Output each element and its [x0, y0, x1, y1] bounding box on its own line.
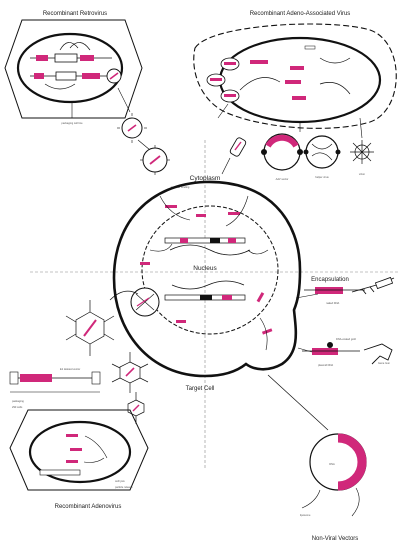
retrovirus-transcript-loops [44, 42, 91, 90]
adenovirus-entry [65, 290, 139, 356]
chromosomes [164, 237, 251, 301]
adenovirus-genome: E1 deleted vector [9, 367, 101, 393]
aav-entering-particle [229, 137, 247, 157]
svg-text:plasmid DNA: plasmid DNA [318, 363, 333, 367]
svg-text:packaging cell line: packaging cell line [61, 121, 83, 125]
adenovirus-producer-cell [9, 409, 149, 491]
liposome-dna [337, 433, 367, 491]
aav-title: Recombinant Adeno-Associated Virus [250, 11, 351, 17]
cytoplasm-transcripts [140, 205, 273, 335]
adenovirus-title: Recombinant Adenovirus [55, 504, 122, 510]
target-cell-label: Target Cell [186, 386, 215, 392]
svg-text:293 cells: 293 cells [12, 405, 23, 409]
svg-text:E1 deleted vector: E1 deleted vector [60, 367, 80, 371]
svg-text:receptor binding: receptor binding [171, 185, 190, 189]
svg-text:helper virus: helper virus [315, 175, 329, 179]
gene-gun-icon [363, 343, 393, 365]
nucleus-label: Nucleus [193, 265, 217, 272]
retrovirus-nucleus [16, 32, 124, 104]
aav-panel: Recombinant Adeno-Associated Virus A [193, 11, 397, 181]
encapsulation-panel: Encapsulation naked DNA [295, 276, 395, 305]
svg-text:AAV vector: AAV vector [276, 177, 289, 181]
retrovirus-panel: Recombinant Retrovirus packaging cell li… [4, 11, 190, 189]
svg-text:virion: virion [359, 172, 366, 176]
aav-particle [261, 133, 303, 171]
svg-text:Gene Gun: Gene Gun [378, 361, 391, 365]
adenovirus-nucleus [28, 420, 132, 484]
aav-constructs [239, 45, 351, 100]
retrovirus-title: Recombinant Retrovirus [43, 11, 107, 17]
cell-membrane [112, 180, 302, 378]
adenovirus-constructs [39, 434, 108, 476]
adenovirus-panel: E1 deleted vector packaging 293 cells ce… [9, 352, 149, 510]
nuclear-envelope [141, 205, 279, 335]
retrovirus-producer-cell [4, 19, 143, 119]
svg-text:particle release: particle release [115, 485, 133, 489]
svg-text:packaging: packaging [12, 399, 24, 403]
cytoplasm-label: Cytoplasm [190, 175, 221, 182]
target-cell: Cytoplasm Nucleus [112, 175, 302, 392]
svg-text:liposome: liposome [300, 513, 311, 517]
retrovirus-constructs [30, 53, 112, 81]
nuclear-pore-adenovirus [130, 287, 160, 317]
cell-pathways [149, 195, 269, 351]
adenovirus-particle-release [127, 392, 145, 424]
non-viral-title: Non-Viral Vectors [312, 536, 359, 542]
non-viral-panel: DNA liposome Non-Viral Vectors [267, 374, 367, 542]
aav-star-particle [350, 140, 374, 164]
crosshair-lines [30, 140, 400, 470]
gene-gun-panel: DNA-coated gold plasmid DNA Gene Gun [297, 337, 393, 367]
svg-text:DNA: DNA [329, 462, 335, 466]
aav-plasmids [206, 57, 240, 103]
adenovirus-particle-small [111, 352, 149, 393]
encapsulation-vector [315, 287, 343, 294]
aav-helper-virus [303, 135, 341, 169]
svg-text:cell lysis: cell lysis [115, 479, 125, 483]
aav-cell-outline [193, 23, 397, 129]
svg-text:DNA-coated gold: DNA-coated gold [336, 337, 356, 341]
encapsulation-label: Encapsulation [311, 277, 349, 283]
gene-gun-vector [312, 348, 338, 355]
svg-text:naked DNA: naked DNA [326, 301, 340, 305]
